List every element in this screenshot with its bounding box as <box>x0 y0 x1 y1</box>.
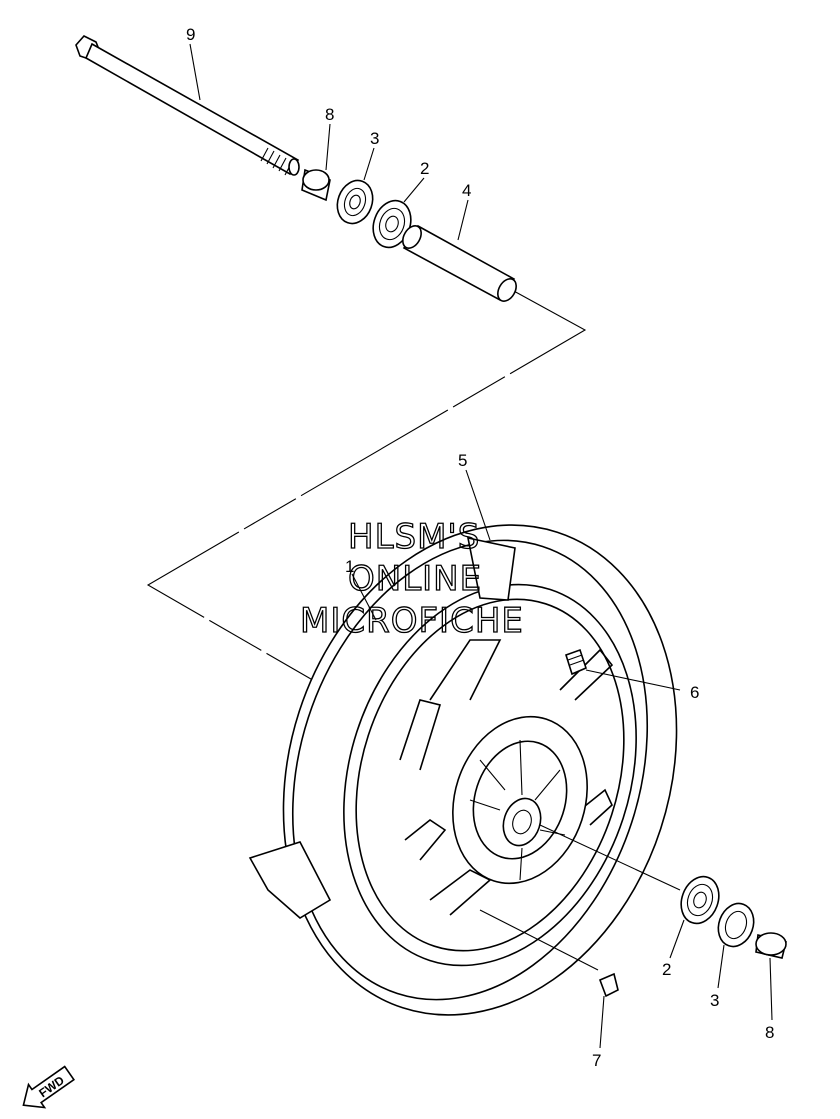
watermark-line-2: ONLINE <box>348 559 482 599</box>
callout-6: 6 <box>690 683 699 702</box>
callout-5: 5 <box>458 451 467 470</box>
fwd-badge: FWD <box>22 1065 76 1109</box>
air-valve <box>565 648 587 676</box>
callout-4: 4 <box>462 181 471 200</box>
axle <box>75 35 300 176</box>
collar-top <box>301 168 331 202</box>
callout-9: 9 <box>186 25 195 44</box>
wheel-assembly <box>248 524 678 1016</box>
oil-seal-bottom <box>717 902 755 948</box>
watermark: HLSM'S ONLINE MICROFICHE <box>299 516 524 641</box>
watermark-line-1: HLSM'S <box>348 517 480 557</box>
spacer-tube <box>402 224 517 302</box>
callout-8-bottom: 8 <box>765 1023 774 1042</box>
leader-lines <box>189 43 773 1049</box>
collar-bottom <box>755 932 787 959</box>
assembly-guide-line <box>146 289 587 691</box>
bearing-bottom <box>680 875 720 925</box>
callout-2-top: 2 <box>420 159 429 178</box>
callout-1: 1 <box>345 557 354 576</box>
callout-3-bottom: 3 <box>710 991 719 1010</box>
watermark-line-3: MICROFICHE <box>300 601 524 641</box>
oil-seal-top <box>336 179 374 225</box>
forward-arrow-icon <box>22 1065 76 1109</box>
callout-7: 7 <box>592 1051 601 1070</box>
callout-3-top: 3 <box>370 129 379 148</box>
balance-weight <box>598 972 619 998</box>
callout-8-top: 8 <box>325 105 334 124</box>
callout-2-bottom: 2 <box>662 960 671 979</box>
